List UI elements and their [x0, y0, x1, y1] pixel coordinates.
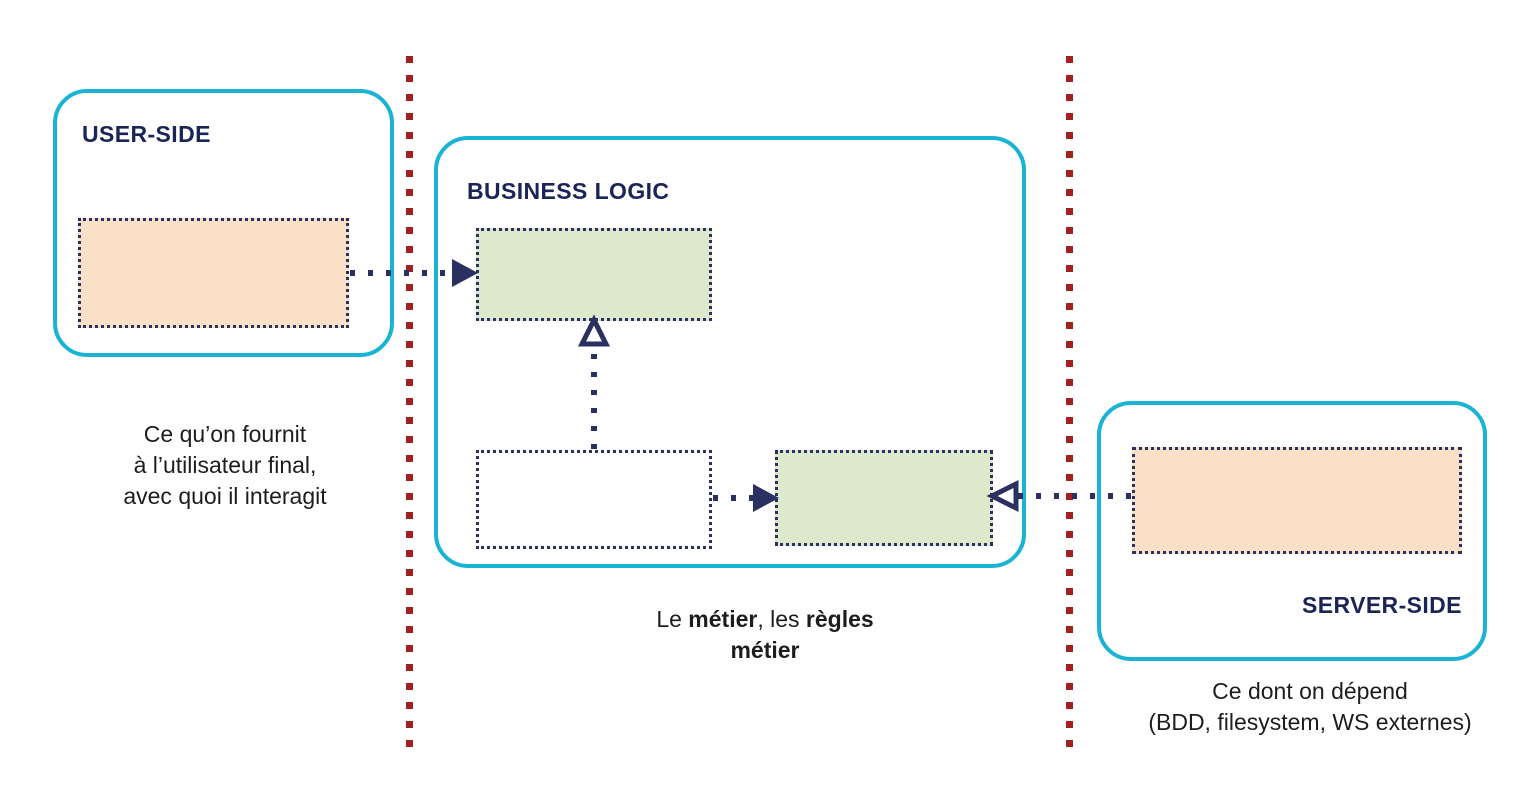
divider-user-business — [406, 56, 413, 750]
divider-business-server — [1066, 56, 1073, 750]
caption-bl-bold-regles: règles — [805, 606, 874, 632]
caption-user-side-line-2: à l’utilisateur final, — [133, 452, 317, 478]
box-business-component-right[interactable] — [775, 450, 993, 546]
caption-user-side-line-3: avec quoi il interagit — [123, 483, 327, 509]
caption-business-logic: Le métier, les règles métier — [595, 604, 935, 666]
caption-business-logic-line-1: Le métier, les règles — [595, 604, 935, 635]
zone-business-logic-label: BUSINESS LOGIC — [467, 178, 670, 204]
caption-bl-bold-metier: métier — [688, 606, 758, 632]
zone-server-side-label: SERVER-SIDE — [1302, 592, 1462, 618]
zone-user-side[interactable] — [53, 89, 394, 357]
caption-business-logic-line-2: métier — [595, 635, 935, 666]
zone-server-side[interactable] — [1097, 401, 1487, 661]
caption-user-side-line-1: Ce qu’on fournit — [143, 421, 307, 447]
zone-user-side-label: USER-SIDE — [82, 121, 211, 147]
caption-server-side-line-1: Ce dont on dépend — [1212, 678, 1408, 704]
zone-business-logic[interactable] — [434, 136, 1026, 568]
box-server-component[interactable] — [1132, 447, 1462, 554]
caption-server-side: Ce dont on dépend (BDD, filesystem, WS e… — [1110, 676, 1510, 738]
caption-server-side-line-2: (BDD, filesystem, WS externes) — [1148, 709, 1472, 735]
caption-bl-prefix: Le — [656, 606, 689, 632]
caption-bl-mid: , les — [757, 606, 806, 632]
caption-bl-bold-metier-2: métier — [730, 637, 800, 663]
box-user-component[interactable] — [78, 218, 349, 328]
box-business-component-mid[interactable] — [476, 450, 712, 549]
box-business-component-top[interactable] — [476, 228, 712, 321]
caption-user-side: Ce qu’on fournit à l’utilisateur final, … — [60, 419, 390, 512]
